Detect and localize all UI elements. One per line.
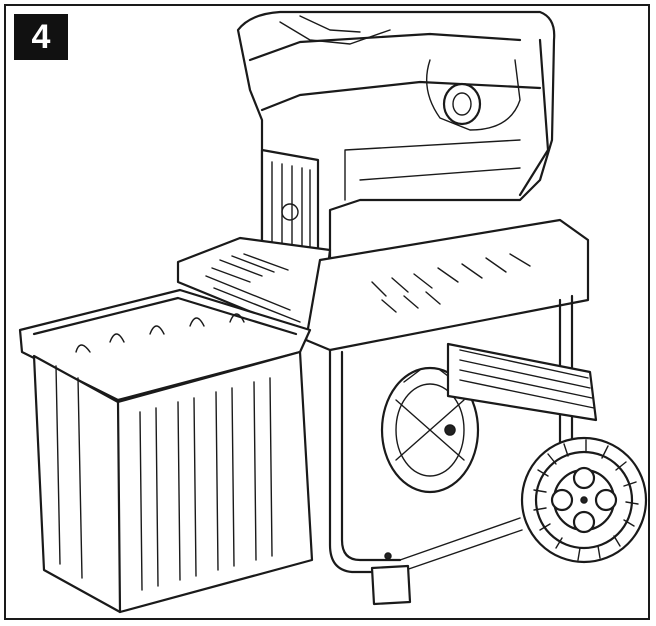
wheel bbox=[520, 436, 648, 564]
step-number-badge: 4 bbox=[14, 14, 68, 60]
top-cover-slotted-right bbox=[304, 218, 590, 352]
step-number-label: 4 bbox=[31, 17, 51, 56]
collection-box bbox=[18, 288, 314, 614]
tower-vent-grille bbox=[260, 148, 320, 267]
cutting-drum bbox=[380, 366, 480, 494]
side-strap bbox=[446, 342, 598, 422]
support-foot bbox=[370, 552, 412, 606]
